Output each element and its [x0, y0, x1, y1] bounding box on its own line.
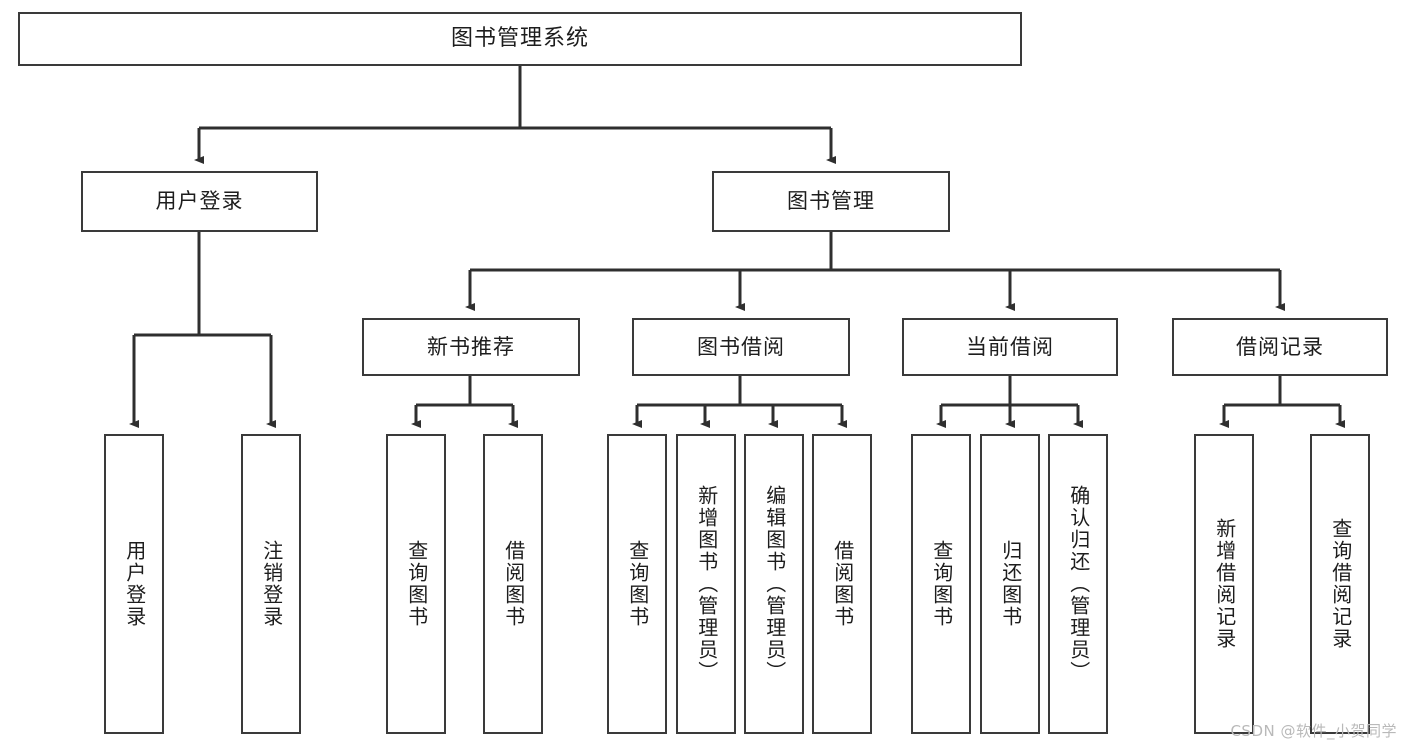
leaf-label: 用户登录 — [122, 540, 147, 628]
leaf-user-login[interactable]: 用户登录 — [104, 434, 164, 734]
leaf-label: 确认归还（管理员） — [1066, 485, 1091, 683]
leaf-edit-book-admin[interactable]: 编辑图书（管理员） — [744, 434, 804, 734]
node-current-borrowings[interactable]: 当前借阅 — [902, 318, 1118, 376]
leaf-label: 新增借阅记录 — [1212, 518, 1237, 650]
leaf-add-borrowing-record[interactable]: 新增借阅记录 — [1194, 434, 1254, 734]
node-root-book-management-system[interactable]: 图书管理系统 — [18, 12, 1022, 66]
node-book-borrowing[interactable]: 图书借阅 — [632, 318, 850, 376]
leaf-label: 查询图书 — [625, 540, 650, 628]
node-label: 借阅记录 — [1236, 334, 1324, 359]
node-borrowing-records[interactable]: 借阅记录 — [1172, 318, 1388, 376]
leaf-borrow-books-recommendation[interactable]: 借阅图书 — [483, 434, 543, 734]
leaf-label: 查询图书 — [404, 540, 429, 628]
node-label: 图书管理系统 — [450, 26, 589, 52]
leaf-label: 编辑图书（管理员） — [762, 485, 787, 683]
node-new-book-recommendation[interactable]: 新书推荐 — [362, 318, 580, 376]
leaf-borrow-books-borrowing[interactable]: 借阅图书 — [812, 434, 872, 734]
leaf-label: 注销登录 — [259, 540, 284, 628]
node-label: 当前借阅 — [966, 334, 1054, 359]
leaf-label: 借阅图书 — [830, 540, 855, 628]
leaf-query-books-recommendation[interactable]: 查询图书 — [386, 434, 446, 734]
node-book-management[interactable]: 图书管理 — [712, 171, 950, 232]
leaf-query-books-borrowing[interactable]: 查询图书 — [607, 434, 667, 734]
node-label: 图书借阅 — [697, 334, 785, 359]
leaf-query-books-current[interactable]: 查询图书 — [911, 434, 971, 734]
node-label: 图书管理 — [787, 189, 875, 214]
node-label: 用户登录 — [155, 189, 244, 214]
watermark: CSDN @软件_小贺同学 — [1230, 722, 1397, 740]
leaf-logout[interactable]: 注销登录 — [241, 434, 301, 734]
leaf-add-book-admin[interactable]: 新增图书（管理员） — [676, 434, 736, 734]
leaf-label: 查询借阅记录 — [1328, 518, 1353, 650]
leaf-query-borrowing-record[interactable]: 查询借阅记录 — [1310, 434, 1370, 734]
node-label: 新书推荐 — [427, 334, 515, 359]
node-user-login[interactable]: 用户登录 — [81, 171, 318, 232]
leaf-label: 查询图书 — [929, 540, 954, 628]
leaf-confirm-return-admin[interactable]: 确认归还（管理员） — [1048, 434, 1108, 734]
leaf-label: 借阅图书 — [501, 540, 526, 628]
leaf-label: 归还图书 — [998, 540, 1023, 628]
leaf-label: 新增图书（管理员） — [694, 485, 719, 683]
leaf-return-books[interactable]: 归还图书 — [980, 434, 1040, 734]
